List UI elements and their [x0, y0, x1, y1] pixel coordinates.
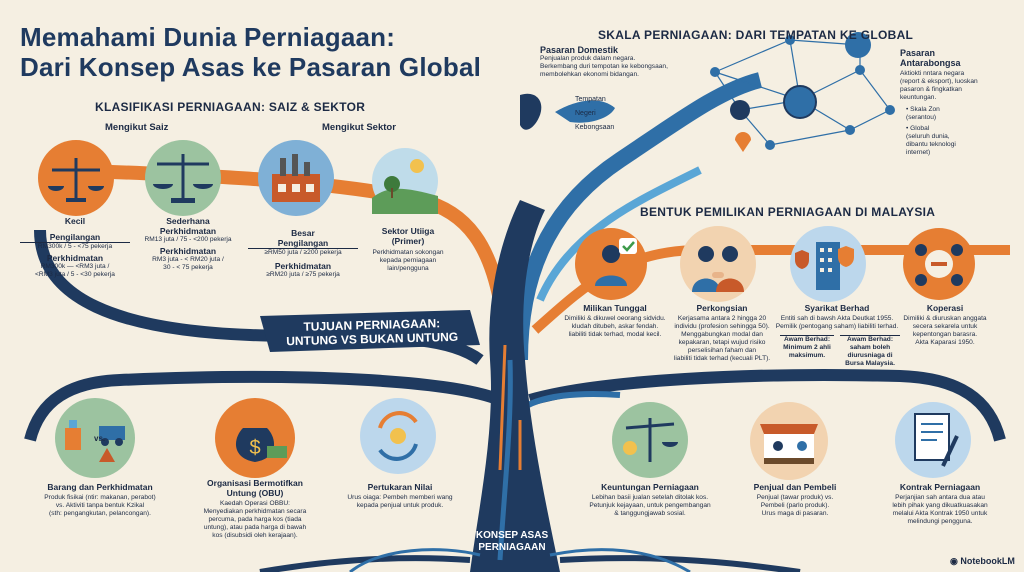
concept-obu: Organisasi Bermotifkan Untung (OBU) Kaed… — [180, 478, 330, 540]
item-detail1: RM13 juta / 75 - <200 pekerja — [144, 236, 232, 243]
item-detail2: RM3 juta - < RM20 juta / 30 - < 75 peker… — [152, 256, 224, 271]
bullet-text: Global (seluruh dunia, dibantu teknologi… — [906, 125, 956, 156]
bullet-text: Skala Zon (serantou) — [906, 106, 940, 121]
item-name: Sederhana — [166, 216, 210, 226]
title-line-1: Memahami Dunia Perniagaan: — [20, 22, 396, 52]
profit-scale-icon — [612, 402, 688, 478]
konsep-line-2: PERNIAGAAN — [478, 542, 546, 553]
skala-heading: SKALA PERNIAGAAN: DARI TEMPATAN KE GLOBA… — [598, 28, 914, 42]
item-name: Kecil — [64, 216, 86, 226]
company-box-2: Awam Berhad: saham boleh diurusniaga di … — [840, 335, 900, 368]
intl-block: Pasaran Antarabongsa Aktiokti nntara neg… — [900, 48, 1018, 157]
vs-label: vs. — [94, 434, 106, 443]
item-detail1: RM300k / 5 - <75 pekerja — [20, 242, 130, 251]
contract-icon — [895, 402, 971, 478]
market-stall-icon — [750, 402, 828, 480]
intl-bullet-2: • Global (seluruh dunia, dibantu teknolo… — [906, 125, 956, 156]
factory-icon — [258, 140, 334, 216]
company-box-1: Awam Berhad: Minimum 2 ahli maksimum. — [780, 335, 834, 360]
money-bag-icon: $ — [215, 398, 295, 478]
item-sub1: Perkhidmatan — [159, 226, 217, 236]
concept-goods-services: Barang dan Perkhidmatan Produk fisikai (… — [25, 482, 175, 518]
by-size-label: Mengikut Saiz — [105, 122, 169, 133]
item-sub2: Perkhidmatan — [274, 261, 332, 271]
item-detail2: ≥RM20 juta / ≥75 pekerja — [266, 271, 340, 278]
concept-text: Produk fisikai (ntir: makanan, perabot) … — [44, 494, 156, 517]
intl-text: Aktiokti nntara negara (report & eksport… — [900, 70, 978, 101]
company-icon — [790, 226, 866, 302]
cooperative-icon — [903, 228, 975, 300]
size-item-sederhana: Sederhana Perkhidmatan RM13 juta / 75 - … — [132, 216, 244, 272]
map-labels: Tempatan Negeri Kebongsaan — [575, 95, 614, 132]
scale-small-icon — [38, 140, 114, 216]
page-title: Memahami Dunia Perniagaan: Dari Konsep A… — [20, 22, 481, 82]
item-name: Sektor Utiiga (Primer) — [381, 226, 435, 246]
item-sub1: Pengilangan — [277, 238, 329, 248]
item-sub2: Perkhidmatan — [159, 246, 217, 256]
size-item-kecil: Kecil Pengilangan RM300k / 5 - <75 peker… — [20, 216, 130, 279]
partnership-icon — [680, 226, 756, 302]
tujuan-banner: TUJUAN PERNIAGAAN: UNTUNG VS BUKAN UNTUN… — [272, 315, 473, 348]
item-detail2: RM300k — <RM3 juta / <RM3 juta / 5 - <30… — [35, 263, 115, 278]
map-label-negeri: Negeri — [575, 110, 596, 117]
goods-services-icon — [55, 398, 135, 478]
sector-item-utiiga: Sektor Utiiga (Primer) Perkhidmatan soko… — [358, 226, 458, 273]
item-detail1: ≥RM50 juta / ≥200 pekerja — [248, 248, 358, 257]
concept-text: Lebihan basii jualan setelah ditolak kos… — [589, 494, 711, 517]
ownership-company: Syarikat Berhad Entiti sah di bawsh Akta… — [772, 303, 902, 331]
item-detail1: Perkhidmatan sokongan kepada perniagaan … — [372, 249, 444, 272]
concept-text: Urus oiaga: Pembeh memberi wang kepada p… — [347, 494, 453, 509]
concept-text: Penjual (tawar produk) vs. Pembeli (parl… — [756, 494, 834, 517]
sole-owner-icon — [575, 228, 647, 300]
ownership-name: Milikan Tunggal — [583, 303, 647, 313]
pemilikan-heading: BENTUK PEMILIKAN PERNIAGAAN DI MALAYSIA — [640, 205, 936, 219]
ownership-text: Entiti sah di bawsh Akta Deutkat 1955. P… — [775, 315, 899, 330]
ownership-text: Dimiliki & diuruskan anggata secera seka… — [903, 315, 987, 346]
concept-name: Organisasi Bermotifkan Untung (OBU) — [207, 478, 303, 498]
scale-medium-icon — [145, 140, 221, 216]
by-sector-label: Mengikut Sektor — [322, 122, 396, 133]
svg-text:$: $ — [249, 437, 260, 459]
ownership-partnership: Perkongsian Kerjasama antara 2 hingga 20… — [662, 303, 782, 363]
exchange-icon — [360, 398, 436, 474]
ownership-text: Dimiliki & dikuwel oeorang sidvidu. klud… — [564, 315, 666, 338]
konsep-asas-label: KONSEP ASAS PERNIAGAAN — [462, 530, 562, 554]
concept-profit: Keuntungan Perniagaan Lebihan basii jual… — [570, 482, 730, 518]
concept-name: Kontrak Perniagaan — [899, 482, 981, 492]
ownership-name: Perkongsian — [696, 303, 748, 313]
item-sub1: Pengilangan — [49, 232, 101, 242]
brand-mark: ◉ NotebookLM — [950, 556, 1015, 567]
ownership-cooperative: Koperasi Dimiliki & diuruskan anggata se… — [890, 303, 1000, 347]
ownership-text: Kerjasama antara 2 hingga 20 individu (p… — [673, 315, 771, 362]
item-name: Besar — [291, 228, 315, 238]
concept-exchange: Pertukaran Nilai Urus oiaga: Pembeh memb… — [330, 482, 470, 510]
ownership-sole: Milikan Tunggal Dimiliki & dikuwel oeora… — [555, 303, 675, 339]
ownership-name: Syarikat Berhad — [804, 303, 870, 313]
map-label-tempatan: Tempatan — [575, 96, 606, 103]
concept-contract: Kontrak Perniagaan Perjanjian sah antara… — [870, 482, 1010, 526]
item-sub2: Perkhidmatan — [46, 253, 104, 263]
concept-seller-buyer: Penjual dan Pembeli Penjual (tawar produ… — [735, 482, 855, 518]
size-item-besar: Besar Pengilangan ≥RM50 juta / ≥200 peke… — [248, 228, 358, 279]
concept-name: Keuntungan Perniagaan — [601, 482, 699, 492]
ownership-name: Koperasi — [926, 303, 964, 313]
domestic-text: Penjualan produk dalam negara. Berkemban… — [540, 55, 668, 78]
concept-text: Kaedah Operasi OBBU: Menyediakan perkhid… — [203, 500, 307, 539]
intl-bullet-1: • Skala Zon (serantou) — [906, 106, 940, 121]
domestic-title: Pasaran Domestik — [540, 45, 619, 55]
concept-text: Perjanjian sah antara dua atau lebih pih… — [892, 494, 988, 525]
domestic-block: Pasaran Domestik Penjualan produk dalam … — [540, 45, 710, 79]
klasifikasi-heading: KLASIFIKASI PERNIAGAAN: SAIZ & SEKTOR — [95, 100, 366, 114]
title-line-2: Dari Konsep Asas ke Pasaran Global — [20, 52, 482, 82]
brand-icon: ◉ — [950, 556, 961, 566]
map-label-kebongsaan: Kebongsaan — [575, 124, 615, 131]
concept-name: Barang dan Perkhidmatan — [47, 482, 153, 492]
concept-name: Pertukaran Nilai — [367, 482, 433, 492]
brand-label: NotebookLM — [960, 556, 1015, 566]
intl-title: Pasaran Antarabongsa — [900, 48, 961, 68]
landscape-icon — [372, 148, 438, 214]
concept-name: Penjual dan Pembeli — [753, 482, 837, 492]
konsep-line-1: KONSEP ASAS — [475, 530, 549, 541]
